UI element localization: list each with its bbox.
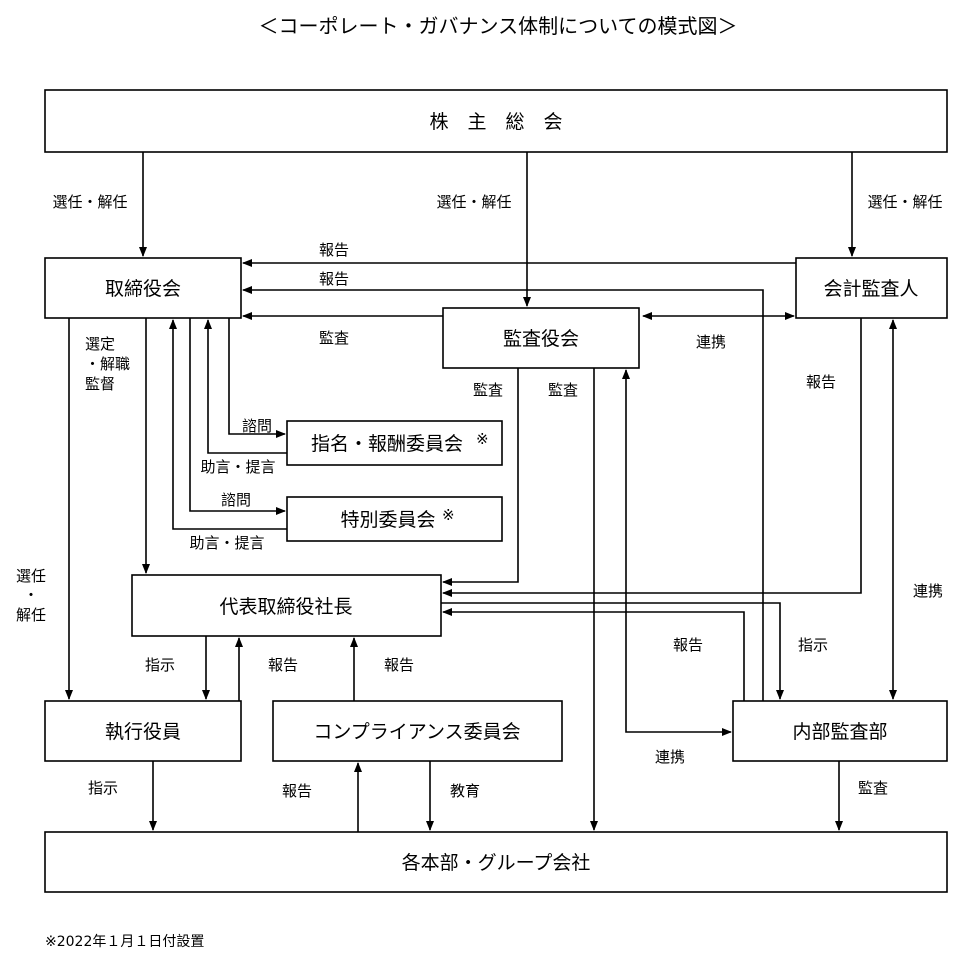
auditor-label: 会計監査人 — [823, 278, 918, 300]
compliance-committee-box: コンプライアンス委員会 — [272, 700, 563, 762]
arrow-president-internal — [441, 602, 784, 700]
label-report-6: 報告 — [282, 782, 312, 800]
auditor-box: 会計監査人 — [795, 257, 948, 319]
arrow-internal-president — [442, 608, 745, 701]
audit-board-label: 監査役会 — [503, 328, 579, 350]
label-report-auditor: 報告 — [806, 373, 836, 391]
label-report-3: 報告 — [268, 656, 298, 674]
label-select-1: 選定 — [85, 335, 115, 353]
officers-box: 執行役員 — [44, 700, 242, 762]
label-report-4: 報告 — [384, 656, 414, 674]
label-report-1: 報告 — [319, 241, 349, 259]
label-select-2: ・解職 — [85, 355, 130, 373]
label-education: 教育 — [450, 782, 480, 800]
label-instruct-1: 指示 — [145, 656, 175, 674]
label-report-2: 報告 — [319, 270, 349, 288]
divisions-label: 各本部・グループ会社 — [402, 852, 591, 874]
board-box: 取締役会 — [44, 257, 242, 319]
label-advice-2: 助言・提言 — [189, 534, 264, 552]
label-audit-3: 監査 — [858, 779, 888, 797]
diagram-title: ＜コーポレート・ガバナンス体制についての模式図＞ — [259, 14, 738, 38]
label-elect-dismiss-left: 選任・解任 — [52, 193, 127, 211]
label-advice-1: 助言・提言 — [200, 458, 275, 476]
special-footnote-mark: ※ — [442, 506, 455, 524]
board-label: 取締役会 — [105, 278, 181, 300]
label-consult-2: 諮問 — [221, 491, 251, 509]
special-committee-label: 特別委員会 — [340, 509, 435, 531]
president-label: 代表取締役社長 — [219, 596, 352, 618]
label-consult-1: 諮問 — [242, 417, 272, 435]
nomination-footnote-mark: ※ — [476, 430, 489, 448]
arrow-board-nomination-consult — [228, 318, 286, 438]
divisions-box: 各本部・グループ会社 — [44, 831, 948, 893]
label-audit-2: 監査 — [548, 381, 578, 399]
audit-board-box: 監査役会 — [442, 307, 640, 369]
label-coop-internal: 連携 — [913, 582, 943, 600]
arrow-audit-board-internal — [622, 369, 732, 736]
label-audit-board-to-board: 監査 — [319, 329, 349, 347]
label-supervise: 監督 — [85, 375, 115, 393]
label-elect-dismiss-right: 選任・解任 — [867, 193, 942, 211]
arrow-audit-board-president — [442, 368, 519, 586]
label-report-5: 報告 — [673, 636, 703, 654]
label-instruct-3: 指示 — [88, 779, 118, 797]
internal-audit-box: 内部監査部 — [732, 700, 948, 762]
arrow-auditor-president — [442, 318, 862, 597]
label-elect-dismiss-center: 選任・解任 — [436, 193, 511, 211]
shareholders-box: 株 主 総 会 — [44, 89, 948, 153]
president-box: 代表取締役社長 — [131, 574, 442, 637]
label-instruct-2: 指示 — [798, 636, 828, 654]
arrow-nomination-board-advice — [204, 319, 287, 454]
footnote: ※2022年１月１日付設置 — [45, 934, 204, 950]
officers-label: 執行役員 — [105, 721, 181, 743]
arrow-special-board-advice — [169, 319, 287, 530]
label-elect-v1: 選任 — [16, 567, 46, 585]
arrow-internal-report-board — [242, 286, 764, 701]
nomination-committee-label: 指名・報酬委員会 — [311, 433, 463, 455]
label-elect-v3: 解任 — [16, 606, 46, 624]
arrow-board-special-consult — [189, 318, 286, 515]
internal-audit-label: 内部監査部 — [792, 721, 887, 743]
shareholders-label: 株 主 総 会 — [429, 111, 562, 133]
compliance-committee-label: コンプライアンス委員会 — [313, 721, 520, 743]
label-elect-v2: ・ — [23, 586, 38, 604]
label-audit-1: 監査 — [473, 381, 503, 399]
special-committee-box: 特別委員会 ※ — [286, 496, 503, 542]
label-coop-auditor: 連携 — [696, 333, 726, 351]
nomination-committee-box: 指名・報酬委員会 ※ — [286, 420, 503, 466]
label-coop-lower: 連携 — [655, 748, 685, 766]
